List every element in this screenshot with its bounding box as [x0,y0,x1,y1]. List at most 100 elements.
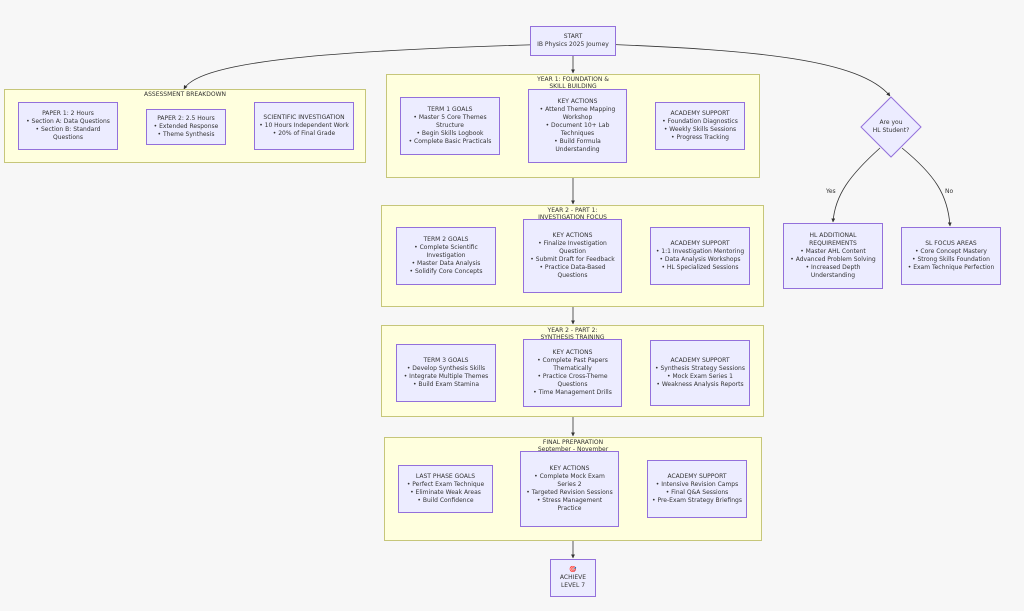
paper1-node: PAPER 1: 2 Hours • Section A: Data Quest… [18,102,118,150]
year2b-support-title: ACADEMY SUPPORT [670,357,730,364]
hl-item: • Master AHL Content [800,248,866,255]
year1-goals-title: TERM 1 GOALS [427,106,473,113]
edge-decision-hl [831,147,881,223]
final-actions-item: • Stress Management Practice [536,497,603,512]
hl-item: • Advanced Problem Solving [790,256,876,263]
final-actions-node: KEY ACTIONS • Complete Mock Exam Series … [520,451,619,527]
edge-start-assessment [183,43,561,90]
investigation-node: SCIENTIFIC INVESTIGATION • 10 Hours Inde… [254,102,354,150]
year2a-support-item: • 1:1 Investigation Mentoring [655,248,745,255]
achieve-line1: ACHIEVE [559,574,587,581]
final-support-item: • Final Q&A Sessions [665,489,729,496]
year2b-actions-item: • Time Management Drills [533,389,612,396]
edge-start-decision [599,43,891,97]
year2b-support-item: • Mock Exam Series 1 [667,373,733,380]
year2b-goals-item: • Develop Synthesis Skills [406,365,486,372]
paper2-title: PAPER 2: 2.5 Hours [157,115,215,122]
final-support-item: • Intensive Revision Camps [655,481,739,488]
final-title: FINAL PREPARATION September - November [537,439,609,453]
year2a-goals-node: TERM 2 GOALS • Complete Scientific Inves… [396,227,496,285]
final-goals-item: • Build Confidence [417,497,474,504]
sl-item: • Strong Skills Foundation [912,256,990,263]
final-actions-title: KEY ACTIONS [549,465,590,472]
year2a-goals-title: TERM 2 GOALS [423,236,469,243]
year2a-actions-title: KEY ACTIONS [552,232,593,239]
final-goals-node: LAST PHASE GOALS • Perfect Exam Techniqu… [398,465,493,513]
paper2-item: • Theme Synthesis [157,131,215,138]
year2b-support-item: • Weakness Analysis Reports [656,381,744,388]
investigation-item: • 10 Hours Independent Work [259,122,349,129]
final-actions-item: • Complete Mock Exam Series 2 [534,473,605,488]
year2a-support-title: ACADEMY SUPPORT [670,240,730,247]
assessment-title: ASSESSMENT BREAKDOWN [143,91,227,98]
year1-actions-item: • Document 10+ Lab Techniques [545,122,610,137]
sl-focus-node: SL FOCUS AREAS • Core Concept Mastery • … [901,227,1001,285]
year1-actions-item: • Attend Theme Mapping Workshop [539,106,616,121]
year2b-goals-item: • Build Exam Stamina [412,381,479,388]
year1-actions-item: • Build Formula Understanding [554,138,601,153]
investigation-item: • 20% of Final Grade [272,130,336,137]
edge-decision-sl [901,147,952,227]
decision-label: Are you HL Student? [860,96,922,158]
year2b-actions-node: KEY ACTIONS • Complete Past Papers Thema… [523,339,622,407]
year1-actions-title: KEY ACTIONS [557,98,598,105]
decision-diamond-shape [860,96,922,158]
final-goals-title: LAST PHASE GOALS [415,473,476,480]
final-actions-item: • Targeted Revision Sessions [526,489,613,496]
year2b-title: YEAR 2 - PART 2: SYNTHESIS TRAINING [540,327,605,341]
investigation-title: SCIENTIFIC INVESTIGATION [263,114,345,121]
year2a-support-item: • Data Analysis Workshops [659,256,741,263]
year1-title: YEAR 1: FOUNDATION & SKILL BUILDING [537,76,609,90]
year1-support-item: • Foundation Diagnostics [662,118,738,125]
sl-title: SL FOCUS AREAS [925,240,977,247]
paper1-item: • Section B: Standard Questions [35,126,101,141]
year2b-goals-item: • Integrate Multiple Themes [403,373,489,380]
year2b-actions-title: KEY ACTIONS [552,349,593,356]
year2a-goals-item: • Master Data Analysis [411,260,481,267]
hl-requirements-node: HL ADDITIONAL REQUIREMENTS • Master AHL … [783,223,883,289]
target-icon: 🎯 [569,566,577,573]
year1-goals-item: • Begin Skills Logbook [416,130,484,137]
year1-support-item: • Weekly Skills Sessions [663,126,737,133]
yes-edge-label: Yes [825,188,837,195]
year2a-goals-item: • Complete Scientific Investigation [414,244,478,259]
year2a-goals-item: • Solidify Core Concepts [409,268,483,275]
year1-goals-item: • Complete Basic Practicals [408,138,492,145]
year2a-support-node: ACADEMY SUPPORT • 1:1 Investigation Ment… [650,227,750,285]
final-goals-item: • Perfect Exam Technique [406,481,485,488]
year2b-support-node: ACADEMY SUPPORT • Synthesis Strategy Ses… [650,340,750,406]
hl-item: • Increased Depth Understanding [805,264,861,279]
final-support-title: ACADEMY SUPPORT [667,473,727,480]
year1-support-node: ACADEMY SUPPORT • Foundation Diagnostics… [655,102,745,150]
year1-goals-item: • Master 5 Core Themes Structure [413,114,487,129]
year2b-support-item: • Synthesis Strategy Sessions [655,365,745,372]
achieve-line2: LEVEL 7 [560,582,586,589]
sl-item: • Exam Technique Perfection [907,264,995,271]
year2a-support-item: • HL Specialized Sessions [661,264,739,271]
year2b-goals-title: TERM 3 GOALS [423,357,469,364]
final-support-node: ACADEMY SUPPORT • Intensive Revision Cam… [647,460,747,518]
start-node: START IB Physics 2025 Journey [530,26,616,56]
year2a-actions-item: • Practice Data-Based Questions [539,264,606,279]
year2b-actions-item: • Practice Cross-Theme Questions [537,373,608,388]
hl-title: HL ADDITIONAL REQUIREMENTS [809,232,857,247]
decision-line1: Are you [879,119,903,126]
year2a-actions-item: • Finalize Investigation Question [538,240,607,255]
year1-support-title: ACADEMY SUPPORT [670,110,730,117]
year2b-goals-node: TERM 3 GOALS • Develop Synthesis Skills … [396,344,496,402]
year1-actions-node: KEY ACTIONS • Attend Theme Mapping Works… [528,89,627,163]
final-support-item: • Pre-Exam Strategy Briefings [652,497,742,504]
hl-decision-node: Are you HL Student? [860,96,922,158]
decision-line2: HL Student? [872,127,910,134]
year2b-actions-item: • Complete Past Papers Thematically [537,357,608,372]
paper2-item: • Extended Response [153,123,219,130]
start-title: START [563,33,583,40]
final-goals-item: • Eliminate Weak Areas [410,489,481,496]
year1-support-item: • Progress Tracking [671,134,729,141]
paper1-item: • Section A: Data Questions [26,118,110,125]
no-edge-label: No [944,188,955,195]
start-subtitle: IB Physics 2025 Journey [537,41,609,48]
year1-goals-node: TERM 1 GOALS • Master 5 Core Themes Stru… [400,97,500,155]
year2a-actions-item: • Submit Draft for Feedback [530,256,615,263]
